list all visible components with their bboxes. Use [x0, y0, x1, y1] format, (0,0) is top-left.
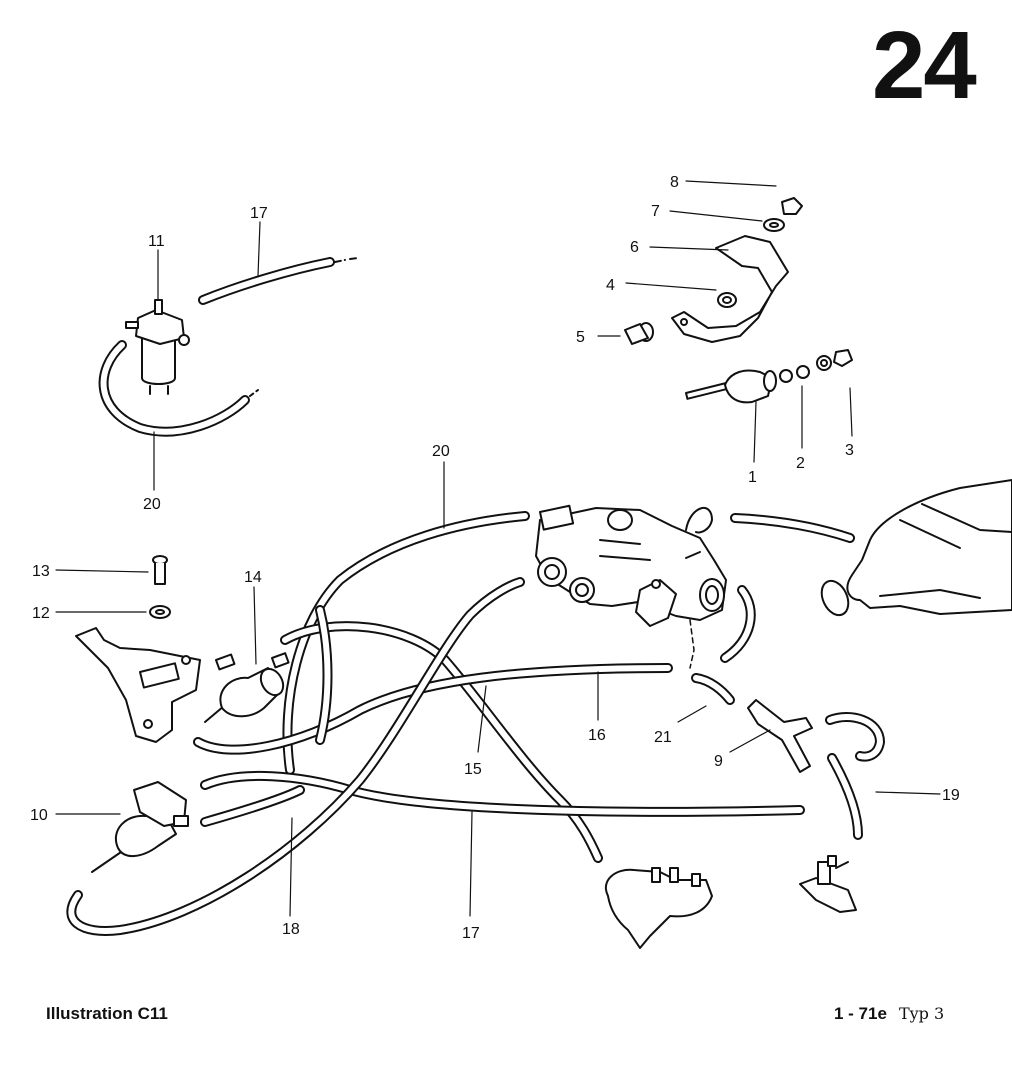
part-9-connector: [747, 699, 813, 773]
callout-9: 9: [714, 753, 723, 770]
callout-21: 21: [654, 729, 672, 746]
callout-17-upper: 17: [250, 205, 268, 222]
page-number: 24: [872, 12, 977, 119]
callout-15: 15: [464, 761, 482, 778]
callout-10: 10: [30, 807, 48, 824]
callout-17: 17: [462, 925, 480, 942]
callout-1: 1: [748, 469, 757, 486]
callout-14: 14: [244, 569, 262, 586]
part-6-bracket: [671, 235, 789, 343]
callout-8: 8: [670, 174, 679, 191]
callout-3: 3: [845, 442, 854, 459]
distributor: [605, 867, 713, 949]
callout-6: 6: [630, 239, 639, 256]
throttle-housing: [535, 504, 727, 627]
callout-labels: 8 7 6 4 5 1 2 3 11 17 20 13 12 14 20 10 …: [30, 174, 960, 942]
part-11-switch: [125, 299, 190, 395]
mounting-bracket: [75, 627, 201, 743]
illustration-caption: Illustration C11: [46, 1004, 168, 1023]
callout-16: 16: [588, 727, 606, 744]
callout-13: 13: [32, 563, 50, 580]
callout-12: 12: [32, 605, 50, 622]
thermo-fitting: [799, 855, 857, 913]
part-1-valve: [685, 349, 853, 404]
callout-5: 5: [576, 329, 585, 346]
vehicle-type: Typ 3: [898, 1004, 945, 1023]
callout-2: 2: [796, 455, 805, 472]
callout-20: 20: [432, 443, 450, 460]
footer-code: 1 - 71e Typ 3: [834, 1004, 944, 1024]
callout-19: 19: [942, 787, 960, 804]
revision-code: 1 - 71e: [834, 1004, 887, 1023]
callout-20-upper: 20: [143, 496, 161, 513]
callout-18: 18: [282, 921, 300, 938]
callout-11: 11: [148, 233, 165, 250]
callout-4: 4: [606, 277, 615, 294]
part-10-valve: [91, 781, 189, 873]
air-intake-duct: [820, 479, 1012, 617]
callout-7: 7: [651, 203, 660, 220]
part-14-valve: [204, 652, 290, 723]
